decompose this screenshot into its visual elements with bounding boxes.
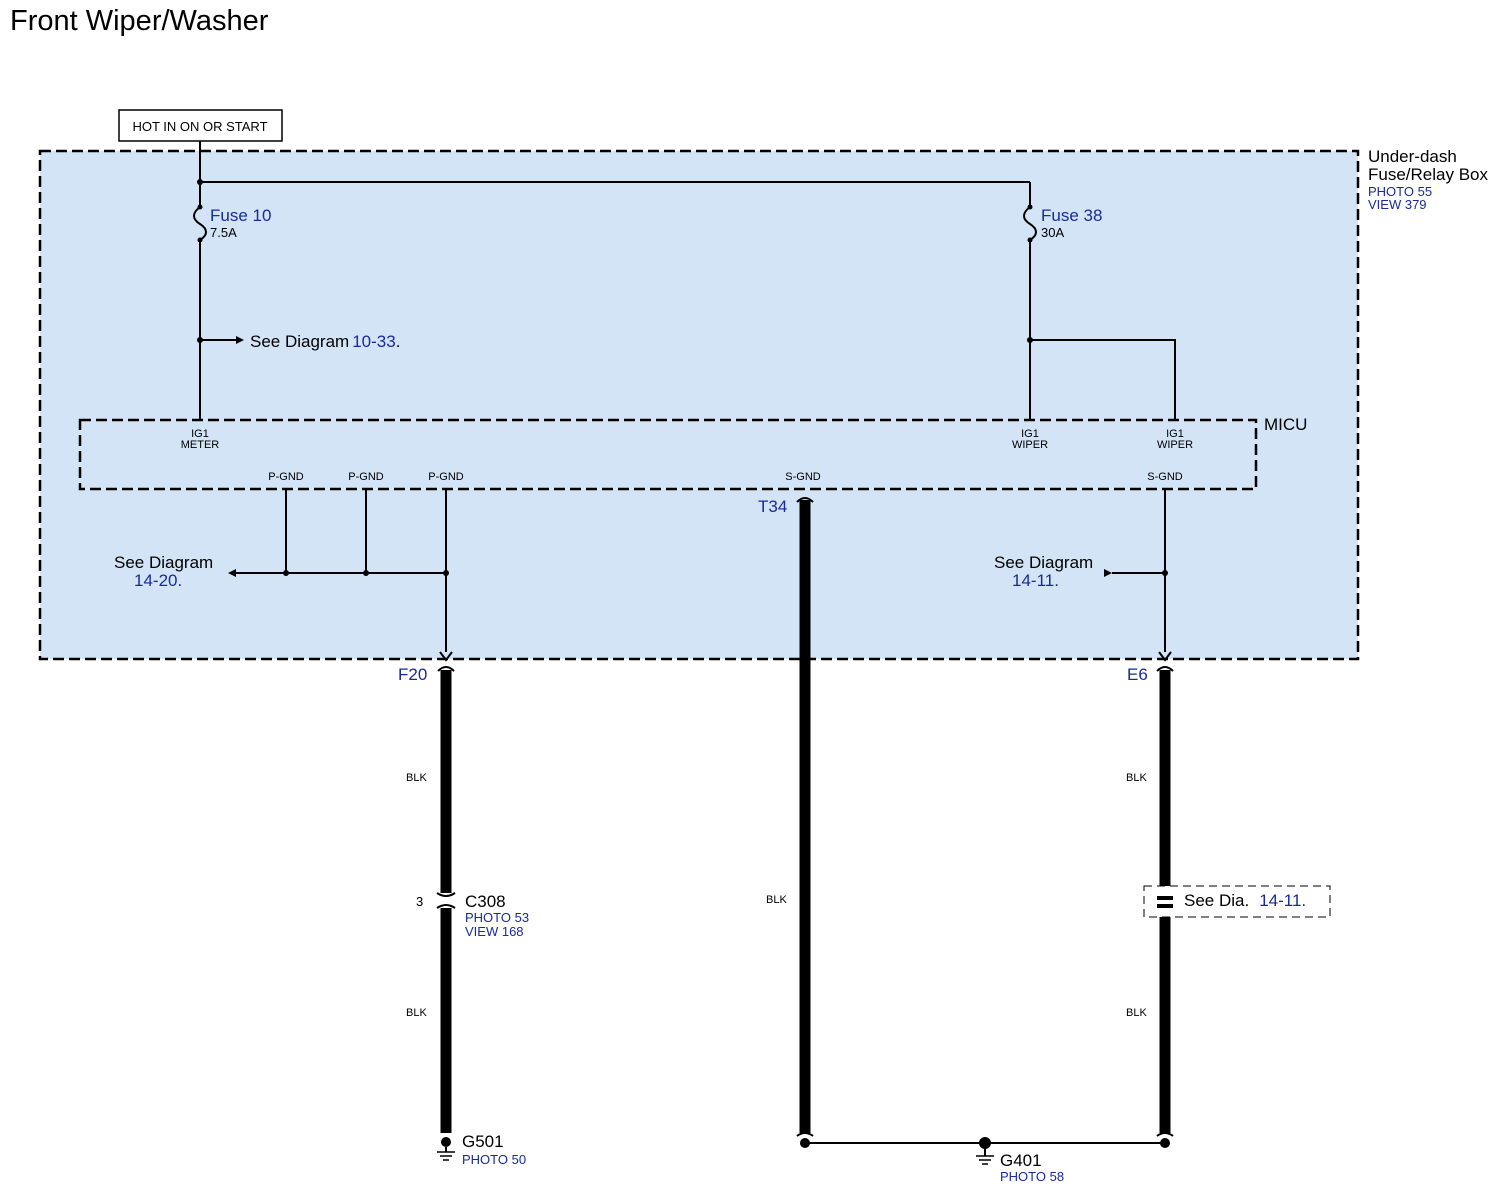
wire-ig1-wiper-2 [1030, 339, 1176, 420]
splice-dot [1162, 570, 1168, 576]
see-dia-connector-icon [1157, 896, 1173, 900]
ref-14-11-text[interactable]: See Diagram [994, 553, 1093, 572]
c308-connector-icon [436, 904, 456, 909]
micu-pin-ig1-wiper-b-l1: IG1 [1166, 428, 1184, 440]
arrow-head-icon [1104, 569, 1112, 577]
c308-pin: 3 [416, 894, 423, 909]
arrow-down-icon [439, 651, 453, 662]
g501-ground-point [441, 1137, 451, 1147]
see-dia-box [1143, 885, 1331, 918]
ref-14-20-text[interactable]: See Diagram [114, 553, 213, 572]
arrow-down-icon [1158, 651, 1172, 662]
c308-photo: PHOTO 53 [465, 910, 529, 925]
arrow-head-icon [228, 569, 236, 577]
ref-14-20-num[interactable]: 14-20. [134, 571, 182, 590]
g401-name: G401 [1000, 1151, 1042, 1170]
micu-pin-ig1-meter-l1: IG1 [191, 428, 209, 440]
fuse10-symbol [193, 206, 207, 241]
wire-color-e6-lower: BLK [1126, 1007, 1147, 1019]
micu-pin-p-gnd-1: P-GND [268, 471, 304, 483]
micu-pin-ig1-meter-l2: METER [181, 439, 220, 451]
terminal-e6: E6 [1127, 665, 1148, 684]
connector-cap-icon [1156, 666, 1174, 672]
connector-cap-icon [796, 497, 814, 503]
g401-photo: PHOTO 58 [1000, 1169, 1064, 1184]
see-dia-connector-icon [1157, 904, 1173, 908]
power-source-box [118, 109, 283, 142]
arrow-head-icon [236, 336, 244, 344]
fuse38-name: Fuse 38 [1041, 206, 1102, 225]
micu-pin-s-gnd-2: S-GND [1147, 471, 1183, 483]
micu-pin-ig1-wiper-b-l2: WIPER [1157, 439, 1193, 451]
g501-photo: PHOTO 50 [462, 1152, 526, 1167]
micu-pin-ig1-wiper-a-l1: IG1 [1021, 428, 1039, 440]
fuse10-rating: 7.5A [210, 225, 237, 240]
g401-ground-point [979, 1137, 991, 1149]
c308-name: C308 [465, 892, 506, 911]
wire-color-e6-upper: BLK [1126, 772, 1147, 784]
diagram-title: Front Wiper/Washer [10, 5, 269, 37]
terminal-t34: T34 [758, 497, 787, 516]
wire-color-f20-lower: BLK [406, 1007, 427, 1019]
splice-dot [283, 570, 289, 576]
wire-color-f20-upper: BLK [406, 772, 427, 784]
ground-cap-icon [796, 1132, 814, 1137]
ground-cap-icon [1156, 1132, 1174, 1137]
terminal-f20: F20 [398, 665, 427, 684]
micu-pin-s-gnd-1: S-GND [785, 471, 821, 483]
fuse-box-photo: PHOTO 55 [1368, 184, 1432, 199]
splice-dot [363, 570, 369, 576]
ref-14-11-num[interactable]: 14-11. [1012, 571, 1059, 590]
fuse-box-name-line1: Under-dash [1368, 147, 1457, 166]
micu-name: MICU [1264, 415, 1307, 434]
micu-box [78, 418, 1258, 491]
fuse-relay-box [38, 149, 1360, 661]
micu-pin-ig1-wiper-a-l2: WIPER [1012, 439, 1048, 451]
fuse-box-name-line2: Fuse/Relay Box [1368, 165, 1488, 184]
splice-dot [443, 570, 449, 576]
fuse38-symbol [1023, 206, 1037, 241]
wire-color-t34: BLK [766, 894, 787, 906]
c308-view: VIEW 168 [465, 924, 524, 939]
micu-pin-p-gnd-2: P-GND [348, 471, 384, 483]
fuse10-name: Fuse 10 [210, 206, 271, 225]
g501-name: G501 [462, 1132, 504, 1151]
fuse-box-view: VIEW 379 [1368, 197, 1427, 212]
power-source-label: HOT IN ON OR START [132, 119, 267, 134]
connector-cap-icon [437, 666, 455, 672]
splice-dot [197, 179, 203, 185]
fuse38-rating: 30A [1041, 225, 1064, 240]
micu-pin-p-gnd-3: P-GND [428, 471, 464, 483]
see-dia-label[interactable]: See Dia.14-11. [1184, 891, 1306, 910]
c308-connector-icon [436, 892, 456, 897]
